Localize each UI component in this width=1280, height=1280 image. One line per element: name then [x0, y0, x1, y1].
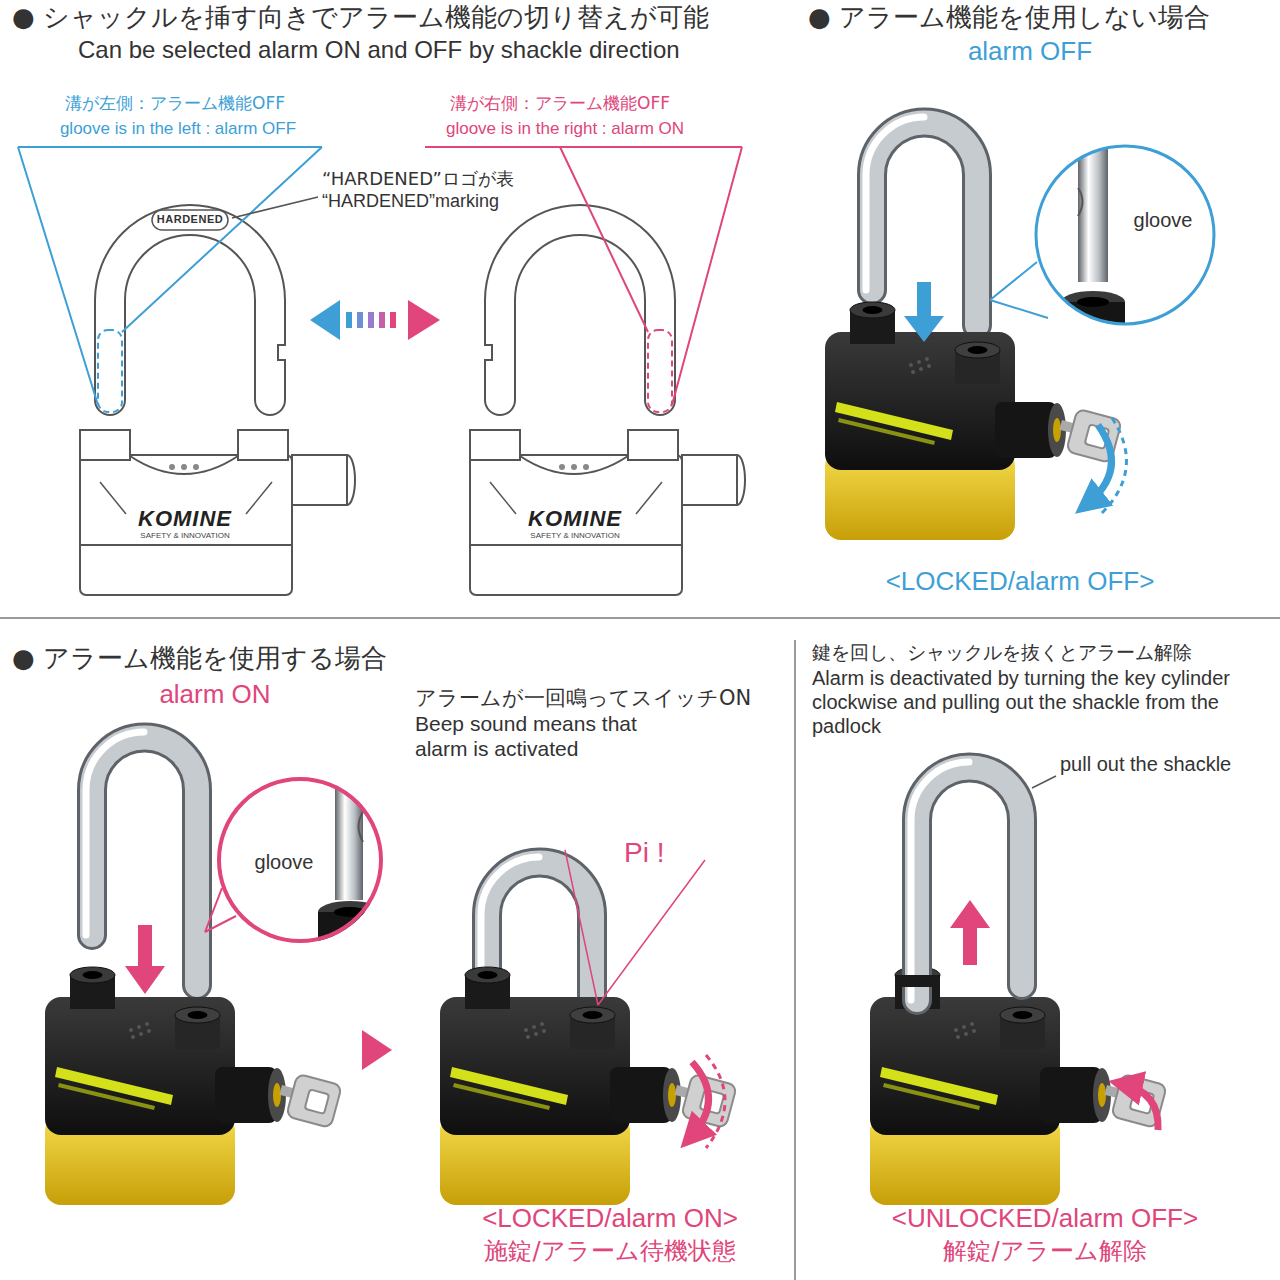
section-heading: ● シャックルを挿す向きでアラーム機能の切り替えが可能 — [12, 2, 709, 33]
mode-label: alarm ON — [159, 679, 270, 710]
callout-text: gloove — [255, 851, 314, 874]
state-label: <LOCKED/alarm OFF> — [886, 566, 1155, 597]
note-text: Alarm is deactivated by turning the key … — [812, 666, 1257, 738]
section-heading: ● アラーム機能を使用しない場合 — [808, 2, 1210, 33]
note-text: Beep sound means that alarm is activated — [415, 711, 655, 761]
callout-text: gloove — [1134, 209, 1193, 232]
brand-logo: KOMINE — [138, 506, 232, 532]
note-text: アラームが一回鳴ってスイッチON — [415, 686, 751, 711]
magnifier-callout: gloove — [215, 775, 385, 945]
callout-label: 溝が右側：アラーム機能OFF — [450, 93, 670, 113]
magnifier-outline — [219, 779, 381, 941]
state-label: 施錠/アラーム待機状態 — [484, 1237, 735, 1266]
brand-tagline: SAFETY & INNOVATION — [140, 531, 229, 541]
mode-label: alarm OFF — [968, 36, 1092, 67]
callout-label: gloove is in the right : alarm ON — [446, 119, 684, 139]
callout-label: 溝が左側：アラーム機能OFF — [65, 93, 285, 113]
section-heading: ● アラーム機能を使用する場合 — [12, 643, 387, 674]
state-label: 解錠/アラーム解除 — [943, 1237, 1146, 1266]
callout-label: “HARDENED”ロゴが表 — [322, 168, 514, 190]
brand-logo: KOMINE — [528, 506, 622, 532]
section-subheading: Can be selected alarm ON and OFF by shac… — [78, 36, 680, 65]
state-label: <LOCKED/alarm ON> — [482, 1203, 738, 1234]
callout-label: gloove is in the left : alarm OFF — [60, 119, 296, 139]
callout-label: pull out the shackle — [1060, 752, 1231, 776]
note-text: 鍵を回し、シャックルを抜くとアラーム解除 — [812, 641, 1192, 664]
sound-label: Pi ! — [624, 836, 664, 870]
brand-tagline: SAFETY & INNOVATION — [530, 531, 619, 541]
shackle-marking: HARDENED — [157, 213, 223, 226]
magnifier-outline — [1036, 146, 1214, 324]
callout-label: “HARDENED”marking — [322, 191, 499, 213]
state-label: <UNLOCKED/alarm OFF> — [892, 1203, 1198, 1234]
magnifier-circle — [1033, 143, 1217, 327]
magnifier-callout: gloove — [1033, 143, 1217, 327]
